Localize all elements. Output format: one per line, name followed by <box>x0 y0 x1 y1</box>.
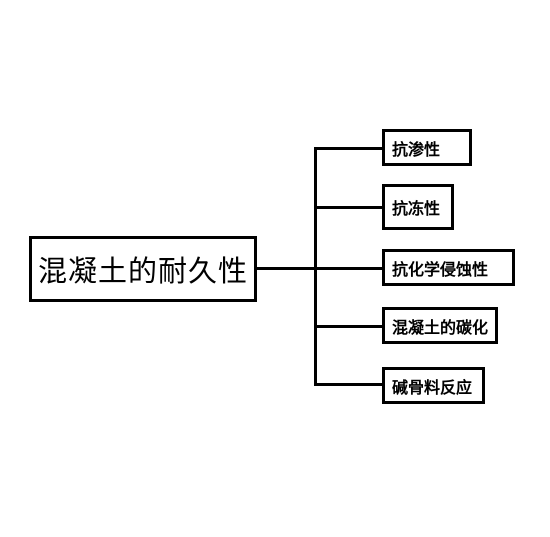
child-node-label: 碱骨料反应 <box>392 377 473 397</box>
child-node-4: 混凝土的碳化 <box>382 307 498 344</box>
child-node-2: 抗冻性 <box>382 184 454 230</box>
root-node-label: 混凝土的耐久性 <box>37 254 248 288</box>
branch-connector-1 <box>314 147 384 150</box>
child-node-label: 抗冻性 <box>392 199 441 218</box>
root-connector <box>257 267 316 270</box>
child-node-label: 混凝土的碳化 <box>392 317 489 337</box>
child-node-1: 抗渗性 <box>382 129 472 166</box>
child-node-label: 抗渗性 <box>392 139 441 159</box>
branch-connector-3 <box>314 267 384 270</box>
branch-connector-4 <box>314 325 384 328</box>
child-node-5: 碱骨料反应 <box>382 367 485 404</box>
branch-connector-2 <box>314 206 384 209</box>
child-node-3: 抗化学侵蚀性 <box>382 249 515 286</box>
child-node-label: 抗化学侵蚀性 <box>392 259 489 279</box>
branch-connector-5 <box>314 383 384 386</box>
root-node: 混凝土的耐久性 <box>29 236 257 302</box>
trunk-line <box>314 147 317 386</box>
